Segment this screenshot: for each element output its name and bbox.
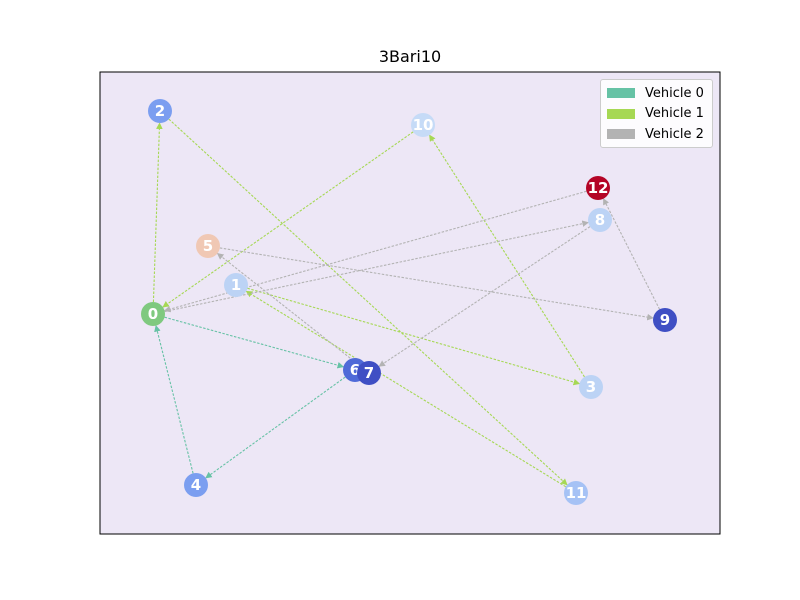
legend-label-vehicle-2: Vehicle 2 <box>645 126 704 142</box>
edge-8-to-7 <box>378 226 591 367</box>
node-circle-10 <box>411 113 435 137</box>
node-4: 4 <box>184 473 208 497</box>
node-8: 8 <box>588 208 612 232</box>
node-circle-3 <box>579 375 603 399</box>
edge-6-to-4 <box>205 376 346 479</box>
node-11: 11 <box>564 481 588 505</box>
edge-1-to-3 <box>247 287 581 386</box>
node-circle-2 <box>148 99 172 123</box>
node-circle-5 <box>196 234 220 258</box>
node-circle-12 <box>586 176 610 200</box>
node-circle-4 <box>184 473 208 497</box>
node-label-0: 0 <box>148 305 158 323</box>
node-circle-8 <box>588 208 612 232</box>
edge-0-to-6 <box>164 316 345 369</box>
legend-item-vehicle-1: Vehicle 1 <box>601 104 712 125</box>
node-circle-1 <box>224 273 248 297</box>
node-circle-11 <box>564 481 588 505</box>
node-5: 5 <box>196 234 220 258</box>
node-7: 7 <box>357 361 381 385</box>
edge-9-to-12 <box>602 198 661 310</box>
legend-label-vehicle-1: Vehicle 1 <box>645 106 704 122</box>
node-circle-9 <box>653 308 677 332</box>
node-label-4: 4 <box>191 476 201 494</box>
edge-11-to-1 <box>245 290 567 488</box>
legend: Vehicle 0 Vehicle 1 Vehicle 2 <box>600 79 713 148</box>
legend-item-vehicle-0: Vehicle 0 <box>601 83 712 104</box>
node-10: 10 <box>411 113 435 137</box>
edge-0-to-2 <box>152 122 163 303</box>
legend-swatch-vehicle-0 <box>607 88 635 99</box>
node-label-7: 7 <box>364 364 374 382</box>
plot-area <box>99 71 721 535</box>
legend-swatch-vehicle-2 <box>607 129 635 140</box>
edge-10-to-0 <box>162 131 414 308</box>
edge-7-to-5 <box>216 253 360 366</box>
node-label-10: 10 <box>413 116 434 134</box>
node-label-5: 5 <box>203 237 213 255</box>
node-label-2: 2 <box>155 102 165 120</box>
legend-swatch-vehicle-1 <box>607 108 635 119</box>
node-label-12: 12 <box>588 179 609 197</box>
node-circle-7 <box>357 361 381 385</box>
node-circle-0 <box>141 302 165 326</box>
node-label-3: 3 <box>586 378 596 396</box>
node-label-8: 8 <box>595 211 605 229</box>
edge-4-to-0 <box>154 324 194 474</box>
node-label-6: 6 <box>350 361 360 379</box>
node-9: 9 <box>653 308 677 332</box>
node-12: 12 <box>586 176 610 200</box>
node-label-11: 11 <box>566 484 587 502</box>
edge-5-to-9 <box>219 247 654 321</box>
node-0: 0 <box>141 302 165 326</box>
chart-title: 3Bari10 <box>378 47 442 66</box>
node-label-9: 9 <box>660 311 670 329</box>
legend-item-vehicle-2: Vehicle 2 <box>601 124 712 145</box>
node-3: 3 <box>579 375 603 399</box>
edge-2-to-11 <box>168 118 568 486</box>
node-1: 1 <box>224 273 248 297</box>
node-2: 2 <box>148 99 172 123</box>
node-label-1: 1 <box>231 276 241 294</box>
legend-label-vehicle-0: Vehicle 0 <box>645 85 704 101</box>
